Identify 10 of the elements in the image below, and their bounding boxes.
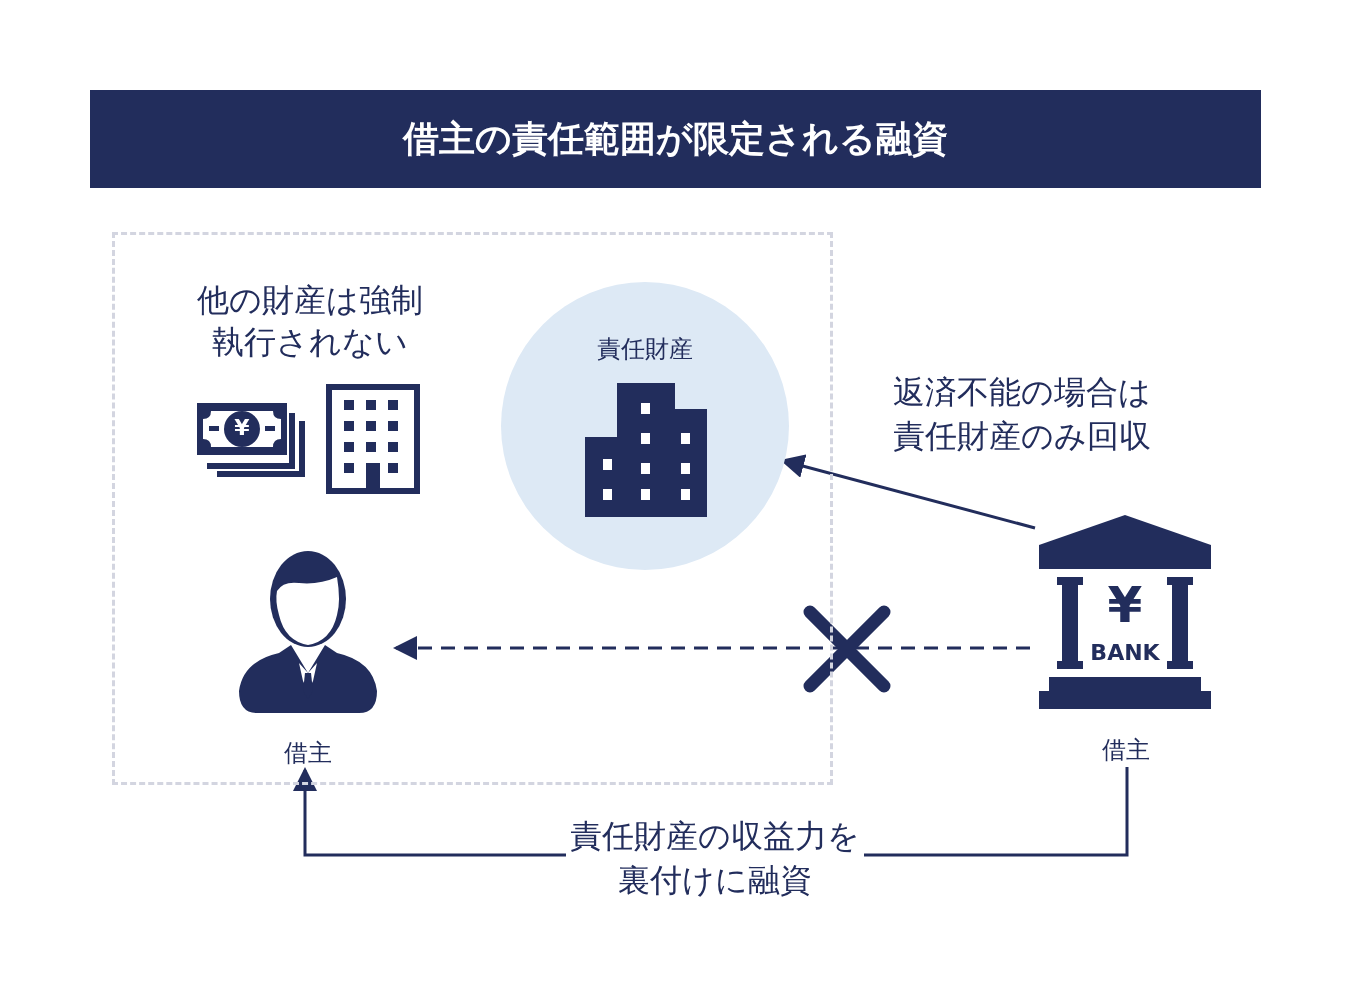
yen-sign: ¥: [233, 414, 251, 442]
dashed-arrow: [393, 636, 1030, 660]
note-text: 他の財産は強制執行されない: [196, 280, 424, 363]
title-banner: 借主の責任範囲が限定される融資: [90, 90, 1261, 188]
node-caption: 借主: [1101, 735, 1151, 765]
node-title: 責任財産: [596, 334, 694, 364]
bank-sign-text: BANK: [1089, 641, 1161, 665]
dashed-group-box: [112, 232, 833, 785]
yen-sign: ¥: [1106, 579, 1144, 631]
node-caption: 借主: [283, 738, 333, 768]
